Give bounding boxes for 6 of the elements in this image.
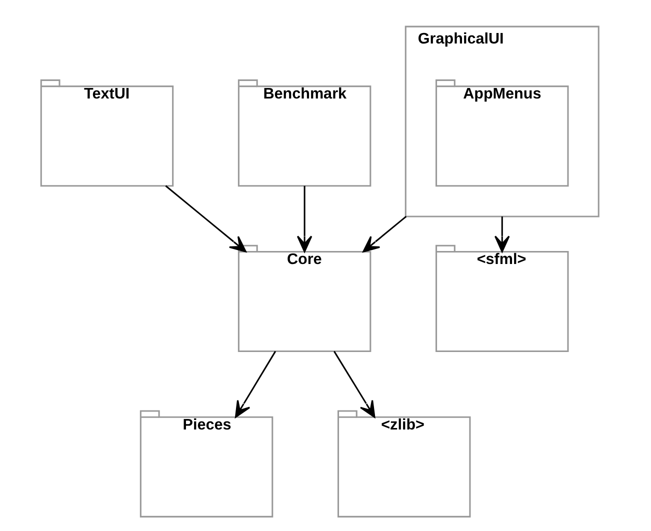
arrow: [362, 216, 406, 252]
arrow: [296, 186, 312, 252]
arrow: [234, 350, 276, 418]
arrow: [333, 350, 375, 418]
arrow: [164, 185, 246, 252]
arrow: [494, 216, 510, 252]
